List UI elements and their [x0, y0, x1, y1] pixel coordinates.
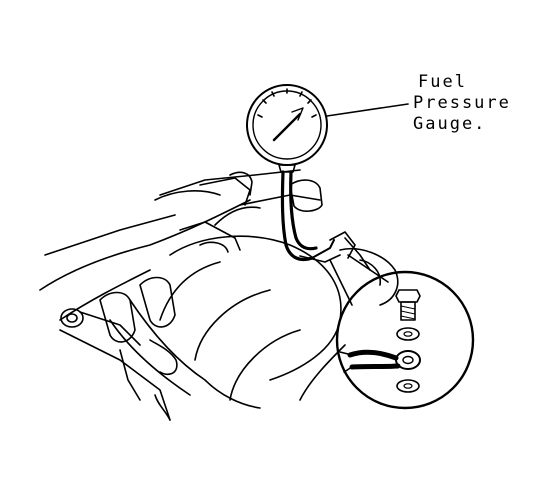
callout-label-line-3: Gauge.: [413, 114, 487, 134]
callout-label-line-1: Fuel: [418, 72, 467, 92]
fuel-pressure-gauge-icon: [246, 84, 328, 173]
sealing-washer-icon: [396, 379, 420, 393]
callout-label-line-2: Pressure: [413, 93, 511, 113]
hose-icon: [280, 170, 341, 263]
callout-leader-line: [326, 103, 409, 117]
banjo-bolt-icon: [395, 289, 421, 321]
detail-leader-line: [329, 254, 389, 306]
banjo-fitting-icon: [339, 349, 421, 373]
engine-intake-manifold-icon: [39, 169, 399, 421]
sealing-washer-icon: [396, 327, 420, 341]
detail-inset: [335, 270, 475, 410]
